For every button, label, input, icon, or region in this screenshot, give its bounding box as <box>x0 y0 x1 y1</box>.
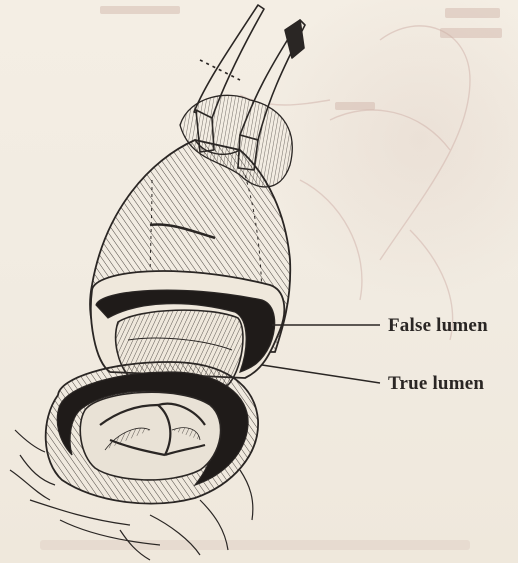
true-lumen-leader <box>262 365 380 383</box>
false-lumen-label: False lumen <box>388 315 488 337</box>
true-lumen-label: True lumen <box>388 373 484 395</box>
